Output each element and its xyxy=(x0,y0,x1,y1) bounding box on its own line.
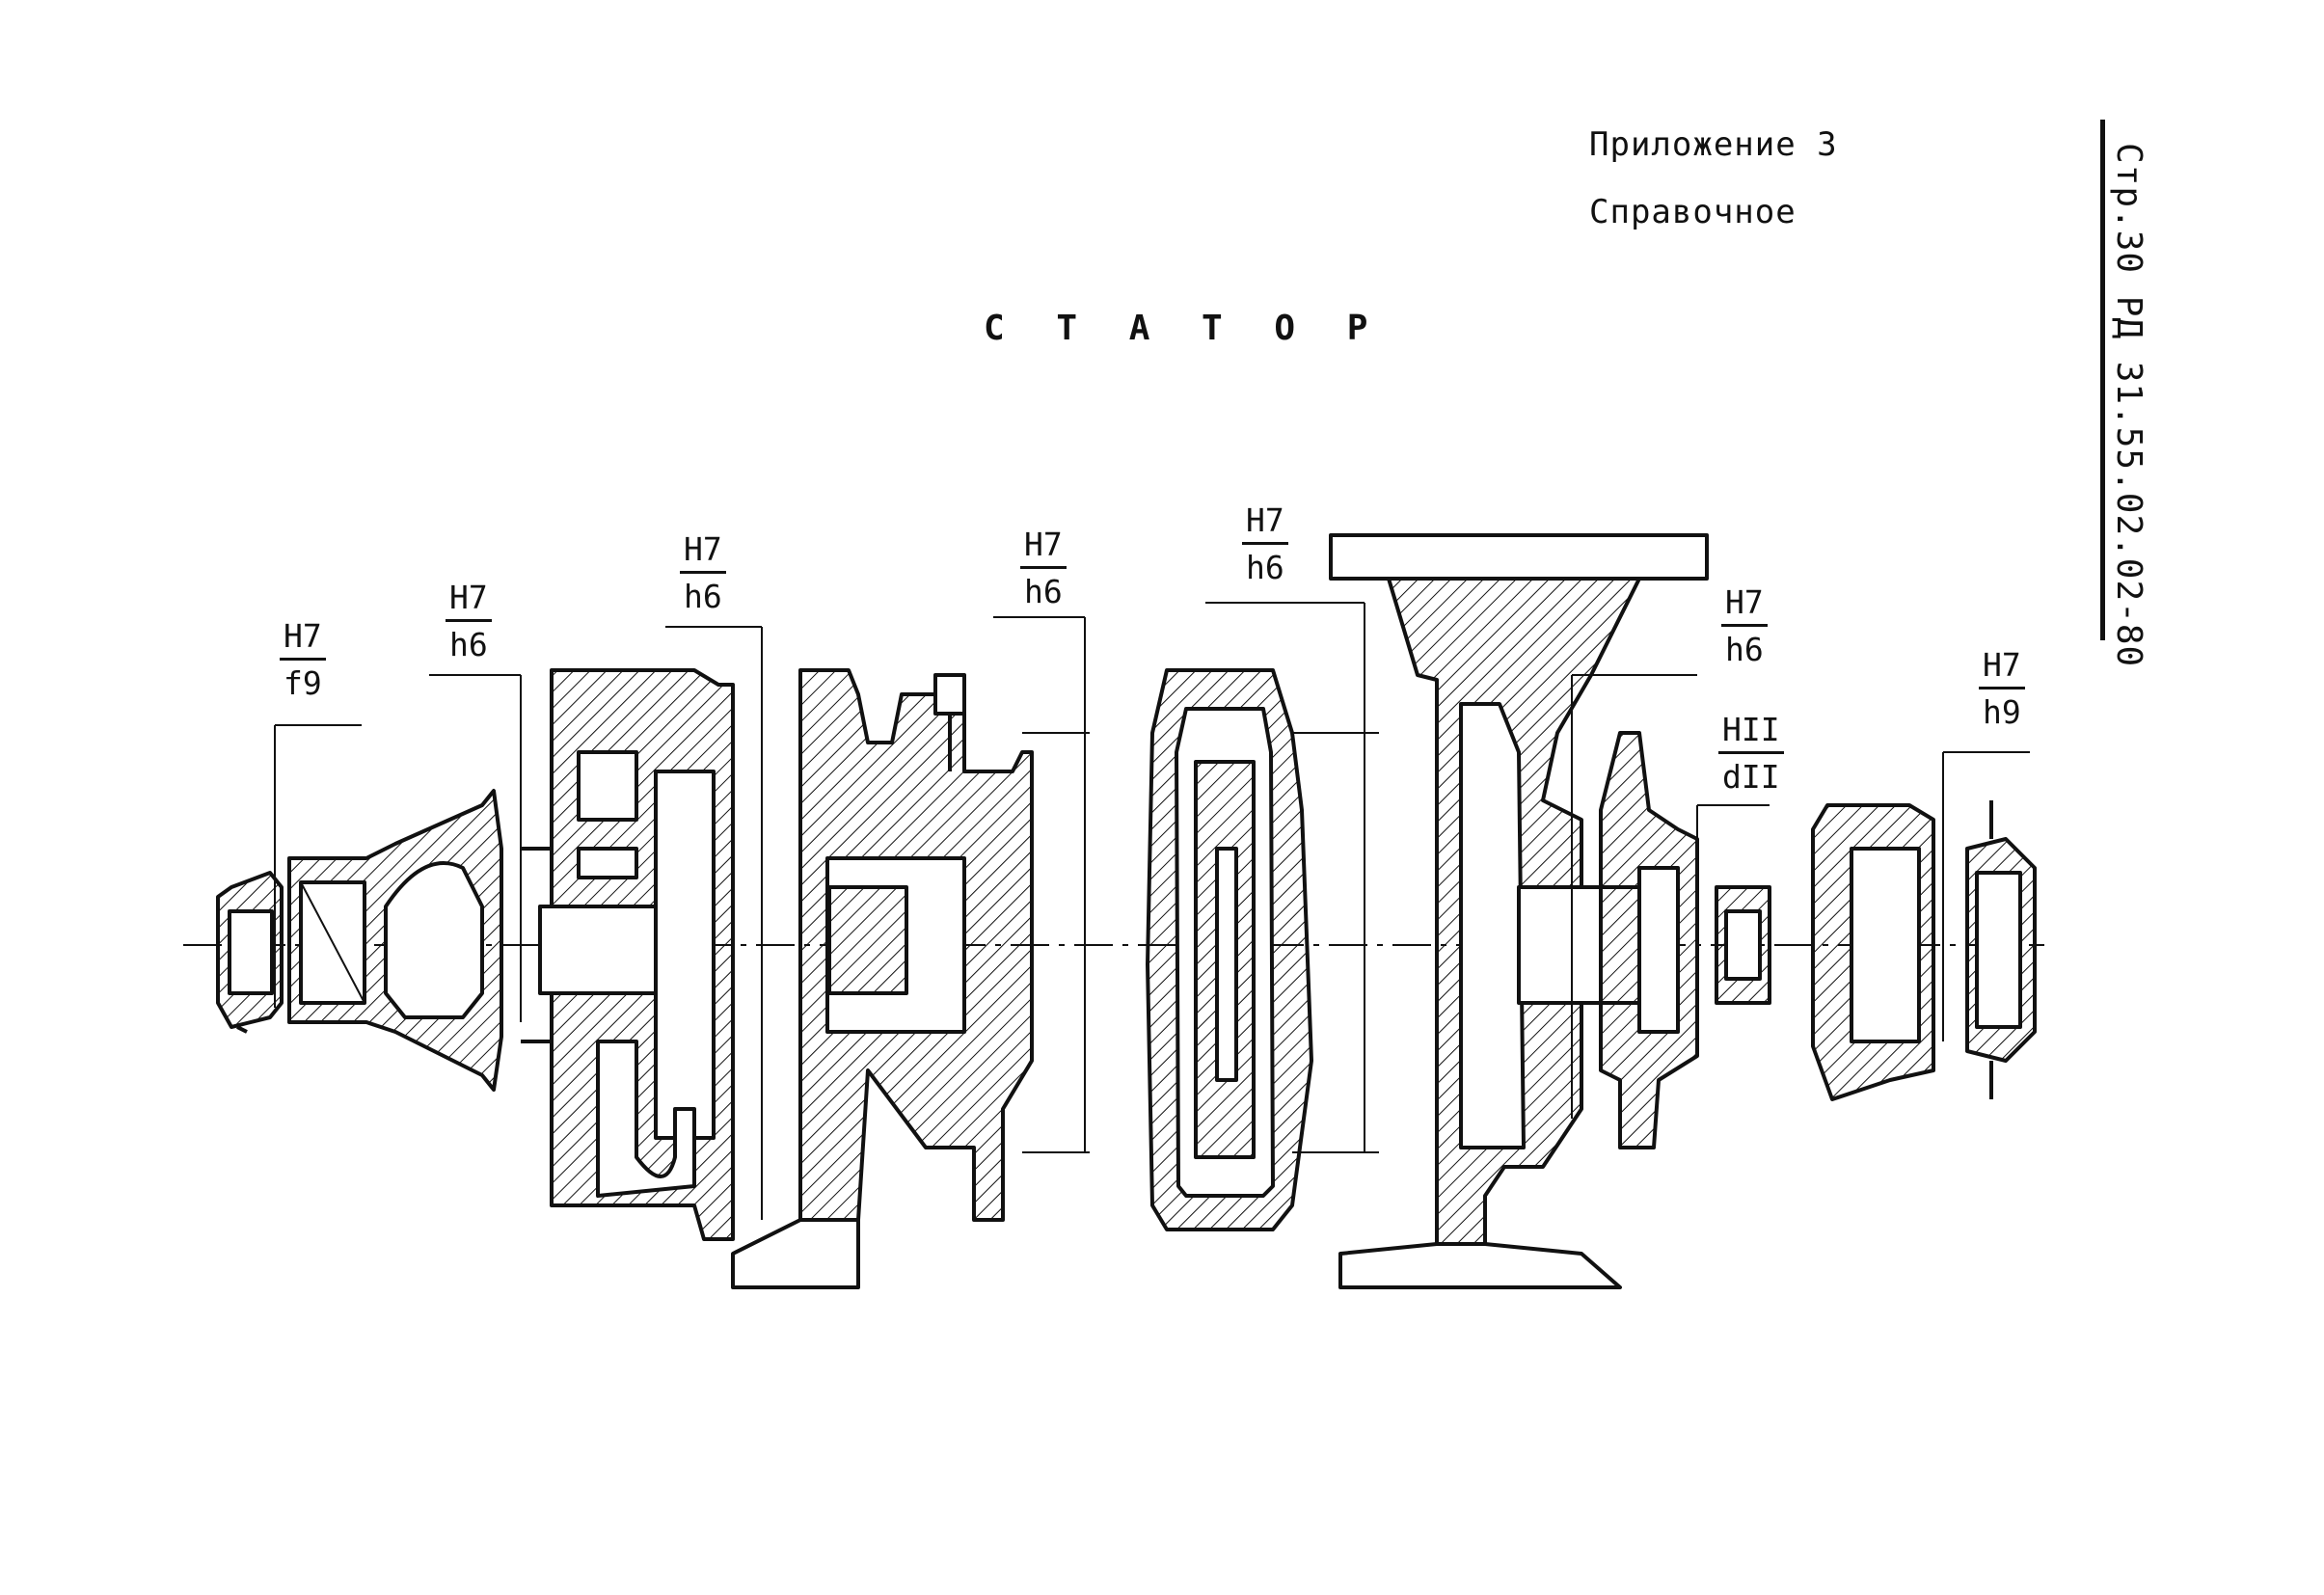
reference-rule xyxy=(2100,120,2105,640)
rear-bearing-housing xyxy=(1811,800,2037,1101)
drawing-title: С Т А Т О Р xyxy=(984,309,1384,348)
pump-casing xyxy=(731,668,1034,1289)
bearing-housing xyxy=(521,668,735,1241)
bearing-bracket xyxy=(287,789,503,1092)
appendix-type: Справочное xyxy=(1589,193,1797,231)
diffuser xyxy=(1146,668,1313,1231)
appendix-label: Приложение 3 xyxy=(1589,125,1838,164)
seal-housing xyxy=(1599,731,1771,1149)
end-cap xyxy=(216,871,284,1034)
